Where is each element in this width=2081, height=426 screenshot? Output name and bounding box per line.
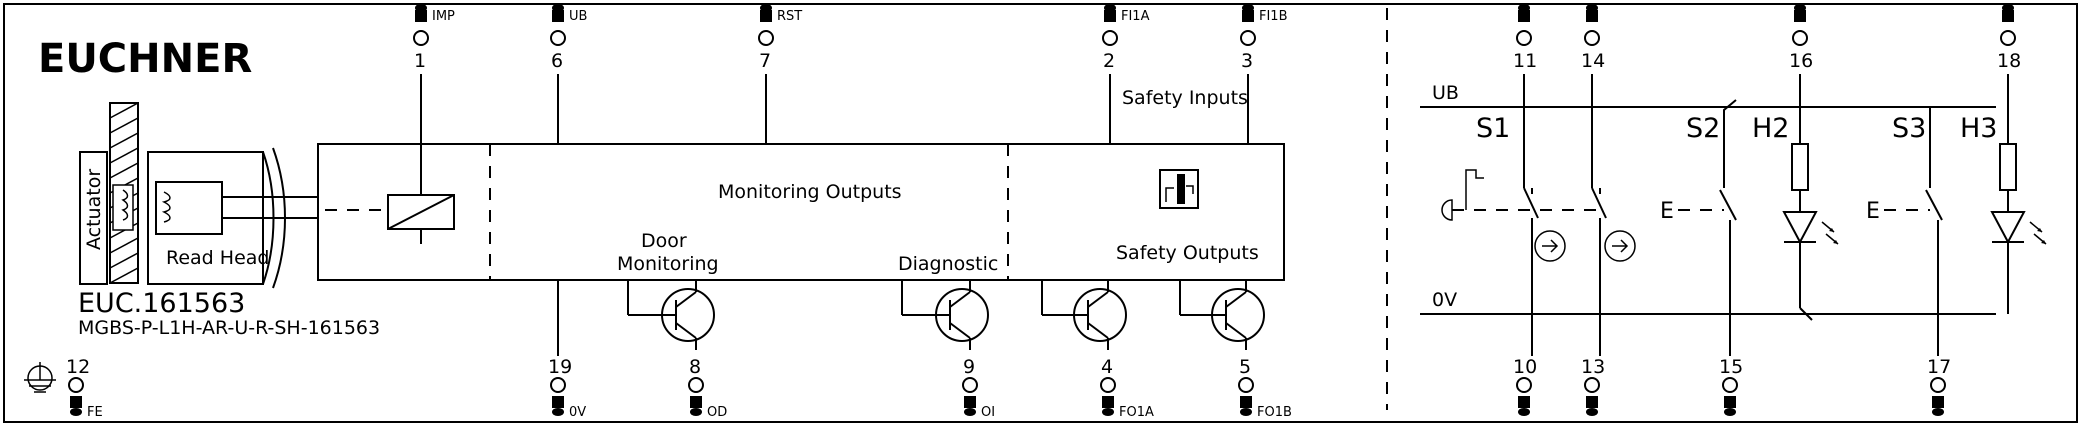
positive-opening-icon-2: [1604, 230, 1636, 262]
svg-text:3: 3: [1241, 50, 1253, 72]
svg-text:5: 5: [1239, 356, 1251, 378]
svg-text:13: 13: [1581, 356, 1605, 378]
svg-text:FE: FE: [87, 405, 103, 420]
label-h3: H3: [1960, 113, 1997, 144]
terminal-15: 15: [1719, 356, 1743, 416]
svg-text:FI1A: FI1A: [1121, 9, 1150, 24]
actuator-coil-icon: [121, 189, 129, 221]
terminal-3: FI1B 3: [1240, 4, 1288, 144]
svg-text:4: 4: [1101, 356, 1113, 378]
svg-text:8: 8: [689, 356, 701, 378]
terminal-5: 5 FO1B: [1238, 356, 1292, 420]
label-s2: S2: [1686, 113, 1720, 144]
terminal-1: IMP 1: [413, 4, 455, 144]
lamp-h2: [1782, 143, 1839, 321]
terminal-14: 14: [1581, 4, 1605, 188]
safety-logic-icon: [1159, 169, 1199, 209]
terminal-11: 11: [1513, 4, 1537, 188]
switch-bottom-terminals: 10 13 15 17: [1513, 356, 1951, 416]
svg-text:19: 19: [548, 356, 572, 378]
switch-s1: [1441, 169, 1636, 356]
read-head-label: Read Head: [166, 247, 269, 269]
0v-rail-label: 0V: [1432, 289, 1457, 311]
svg-text:2: 2: [1103, 50, 1115, 72]
relay-symbol: [325, 144, 455, 244]
terminal-13: 13: [1581, 356, 1605, 416]
output-transistors: [627, 280, 1265, 350]
svg-text:7: 7: [759, 50, 771, 72]
ub-rail-label: UB: [1432, 82, 1459, 104]
switch-s2: E: [1660, 99, 1737, 356]
lamp-h3: [1990, 143, 2047, 314]
diagram-frame: [3, 3, 2078, 423]
svg-text:IMP: IMP: [432, 9, 455, 24]
monitoring-outputs-label: Monitoring Outputs: [718, 181, 902, 203]
svg-text:16: 16: [1789, 50, 1813, 72]
terminal-16: 16: [1789, 4, 1813, 144]
component-labels: S1 S2 H2 S3 H3: [1476, 113, 1997, 144]
transistor-fo1b: [1179, 280, 1265, 350]
safety-inputs-label: Safety Inputs: [1122, 87, 1248, 109]
positive-opening-icon: [1534, 230, 1566, 262]
terminal-4: 4 FO1A: [1100, 356, 1154, 420]
svg-text:18: 18: [1997, 50, 2021, 72]
actuator-head-icon: [1441, 199, 1453, 221]
svg-text:FO1A: FO1A: [1119, 405, 1154, 420]
door-label: Door: [641, 230, 687, 252]
actuator-box: [79, 151, 108, 285]
monitoring-label: Monitoring: [617, 253, 719, 275]
terminal-19: 19 0V: [548, 280, 586, 420]
terminal-9: 9 OI: [962, 356, 995, 420]
switch-top-terminals: 11 14 16 18: [1513, 4, 2021, 188]
read-head-coil-icon: [161, 191, 171, 223]
diagnostic-label: Diagnostic: [898, 253, 998, 275]
device-order-code: MGBS-P-L1H-AR-U-R-SH-161563: [78, 317, 380, 339]
safety-outputs-label: Safety Outputs: [1116, 242, 1259, 264]
svg-text:UB: UB: [569, 9, 587, 24]
brand-logo: EUCHNER: [38, 36, 252, 82]
terminal-18: 18: [1997, 4, 2021, 144]
svg-text:9: 9: [963, 356, 975, 378]
svg-text:10: 10: [1513, 356, 1537, 378]
estop-e-1: E: [1660, 199, 1674, 224]
svg-text:0V: 0V: [569, 405, 586, 420]
svg-text:12: 12: [66, 356, 90, 378]
controller-box: [317, 143, 1285, 281]
ground-icon: [24, 362, 56, 393]
actuator-assembly: Actuator Read Head: [79, 102, 318, 289]
transistor-diagnostic: [901, 280, 989, 350]
label-s3: S3: [1892, 113, 1926, 144]
switch-s3: E: [1866, 107, 1943, 356]
terminal-6: UB 6: [550, 4, 587, 144]
device-short-name: EUC.161563: [78, 288, 245, 319]
terminal-10: 10: [1513, 356, 1537, 416]
svg-text:14: 14: [1581, 50, 1605, 72]
svg-text:11: 11: [1513, 50, 1537, 72]
svg-text:FO1B: FO1B: [1257, 405, 1292, 420]
svg-text:1: 1: [414, 50, 426, 72]
svg-text:17: 17: [1927, 356, 1951, 378]
svg-text:15: 15: [1719, 356, 1743, 378]
terminal-12: 12 FE: [66, 356, 103, 420]
svg-text:OI: OI: [981, 405, 995, 420]
terminal-8: 8 OD: [688, 356, 727, 420]
svg-text:FI1B: FI1B: [1259, 9, 1288, 24]
terminal-7: RST 7: [758, 4, 802, 144]
actuator-label: Actuator: [83, 169, 105, 250]
top-terminals: IMP 1 UB 6 RST 7 FI1A 2 FI1B: [413, 4, 1288, 144]
svg-text:OD: OD: [707, 405, 727, 420]
transistor-fo1a: [1041, 280, 1127, 350]
svg-text:RST: RST: [777, 9, 802, 24]
label-h2: H2: [1752, 113, 1789, 144]
terminal-2: FI1A 2: [1102, 4, 1150, 144]
label-s1: S1: [1476, 113, 1510, 144]
bottom-terminals: 12 FE 19 0V 8 OD 9 OI 4 FO1A: [66, 280, 1292, 420]
terminal-17: 17: [1927, 356, 1951, 416]
svg-text:6: 6: [551, 50, 563, 72]
estop-e-2: E: [1866, 199, 1880, 224]
transistor-door-monitoring: [627, 280, 715, 350]
